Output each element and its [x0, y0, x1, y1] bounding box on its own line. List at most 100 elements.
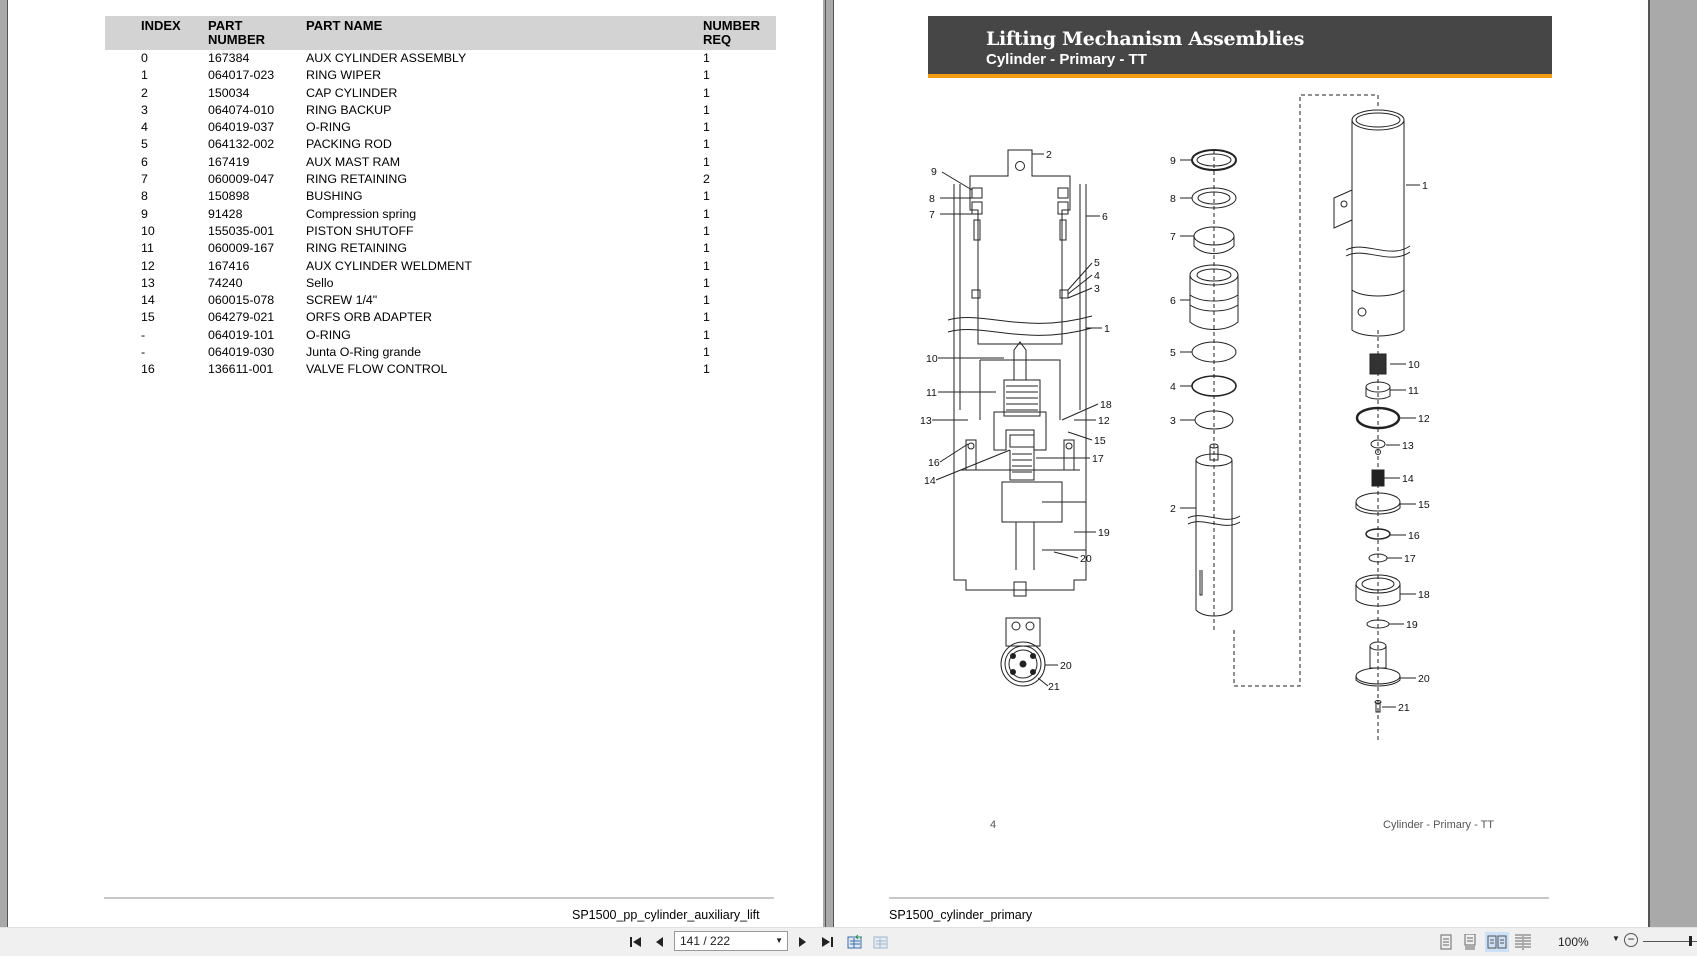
last-page-button[interactable]	[818, 932, 836, 952]
cell-part-number: 155035-001	[208, 223, 275, 238]
exploded-barrel-view	[1333, 109, 1411, 740]
callout-label: 20	[1080, 553, 1092, 565]
cell-number-req: 1	[703, 310, 710, 325]
prev-page-button[interactable]	[651, 932, 667, 952]
cell-index: 4	[141, 120, 148, 135]
callout-label: 12	[1098, 415, 1110, 427]
header-index: INDEX	[105, 16, 208, 50]
section-callout-leaders	[932, 153, 1102, 559]
cell-index: -	[141, 345, 146, 360]
exploded-rod-callout-leaders	[1180, 159, 1196, 509]
callout-label: 7	[929, 209, 935, 221]
cell-part-name: VALVE FLOW CONTROL	[306, 362, 448, 377]
callout-label: 8	[1170, 193, 1176, 205]
zoom-out-button[interactable]: −	[1624, 933, 1638, 947]
callout-label: 7	[1170, 231, 1176, 243]
callout-label: 17	[1404, 553, 1416, 565]
page-section-label: Cylinder - Primary - TT	[1383, 819, 1495, 831]
cell-index: 7	[141, 172, 148, 187]
cell-number-req: 1	[703, 223, 710, 238]
previous-view-icon	[847, 934, 862, 949]
exploded-rod-view	[1187, 149, 1241, 630]
callout-label: 4	[1170, 381, 1176, 393]
cell-number-req: 1	[703, 206, 710, 221]
next-view-button[interactable]	[871, 932, 891, 952]
header-part-name: PART NAME	[306, 16, 703, 50]
cell-part-number: 064019-030	[208, 345, 275, 360]
cell-index: 8	[141, 189, 148, 204]
cell-part-name: AUX CYLINDER WELDMENT	[306, 258, 472, 273]
callout-label: 16	[1408, 530, 1420, 542]
page-divider	[825, 0, 834, 927]
two-page-continuous-icon	[1515, 934, 1531, 950]
zoom-level[interactable]: 100%	[1558, 935, 1589, 949]
cell-number-req: 1	[703, 68, 710, 83]
view-two-page-continuous-button[interactable]	[1513, 932, 1533, 952]
footer-rule	[104, 897, 774, 899]
cell-part-name: SCREW 1/4"	[306, 293, 378, 308]
zoom-slider-thumb[interactable]	[1689, 936, 1692, 946]
cell-index: 5	[141, 137, 148, 152]
zoom-slider[interactable]	[1643, 941, 1697, 942]
view-two-page-button[interactable]	[1485, 932, 1509, 952]
cell-part-number: 74240	[208, 275, 243, 290]
cell-part-number: 167416	[208, 258, 250, 273]
left-gutter	[0, 0, 8, 927]
section-view	[947, 149, 1093, 597]
two-page-icon	[1487, 935, 1507, 949]
cell-part-name: ORFS ORB ADAPTER	[306, 310, 432, 325]
callout-label: 5	[1170, 347, 1176, 359]
cell-part-number: 150898	[208, 189, 250, 204]
callout-label: 18	[1418, 589, 1430, 601]
callout-label: 15	[1418, 499, 1430, 511]
callout-label: 3	[1094, 283, 1100, 295]
cell-part-name: PISTON SHUTOFF	[306, 223, 414, 238]
cell-index: 16	[141, 362, 155, 377]
callout-label: 10	[1408, 359, 1420, 371]
next-page-button[interactable]	[795, 932, 811, 952]
callout-label: 20	[1418, 673, 1430, 685]
cell-part-name: RING BACKUP	[306, 102, 392, 117]
vertical-scrollbar[interactable]	[1648, 0, 1697, 927]
next-page-icon	[799, 937, 806, 947]
cell-part-number: 167384	[208, 51, 250, 65]
callout-label: 21	[1048, 681, 1060, 693]
footer-rule	[889, 897, 1549, 899]
cell-part-name: RING RETAINING	[306, 172, 407, 187]
cell-part-name: O-RING	[306, 327, 351, 342]
cell-part-name: Sello	[306, 275, 334, 290]
cell-part-number: 064074-010	[208, 102, 275, 117]
view-single-page-button[interactable]	[1436, 932, 1456, 952]
cell-index: 11	[141, 241, 154, 256]
cell-part-name: AUX CYLINDER ASSEMBLY	[306, 51, 467, 65]
view-continuous-button[interactable]	[1460, 932, 1480, 952]
page-number-select[interactable]: 141 / 222 ▼	[674, 931, 788, 951]
continuous-page-icon	[1464, 934, 1476, 950]
previous-view-button[interactable]	[845, 932, 865, 952]
zoom-dropdown-icon[interactable]: ▼	[1612, 934, 1620, 943]
cell-part-number: 060009-167	[208, 241, 275, 256]
exploded-barrel-callout-leaders	[1382, 184, 1420, 708]
cell-part-number: 91428	[208, 206, 243, 221]
cell-index: 6	[141, 154, 148, 169]
cell-number-req: 1	[703, 85, 710, 100]
callout-label: 4	[1094, 270, 1100, 282]
cell-index: 14	[141, 293, 155, 308]
first-page-button[interactable]	[627, 932, 645, 952]
page-number: 4	[990, 819, 997, 831]
